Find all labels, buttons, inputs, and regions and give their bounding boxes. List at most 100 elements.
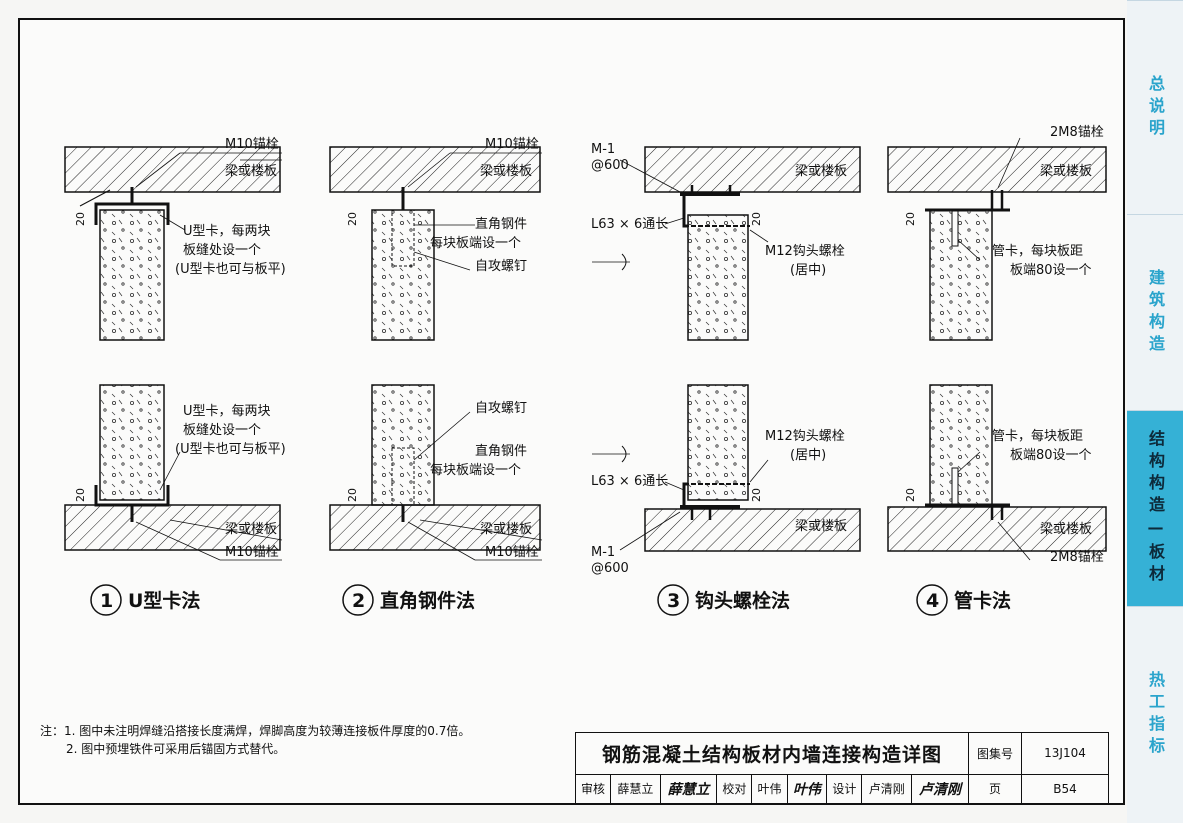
tab-architecture[interactable]: 建筑构造 [1127, 214, 1183, 410]
detail-4-caption: 4 管卡法 [916, 584, 1011, 616]
detail-2-caption: 2 直角钢件法 [342, 584, 475, 616]
slab [887, 146, 1107, 193]
detail-3-caption: 3 钩头螺栓法 [657, 584, 790, 616]
slab [644, 146, 861, 193]
label-angle: L63 × 6通长 [591, 474, 668, 489]
checker-signature: 叶伟 [786, 773, 828, 805]
dim-20: 20 [904, 212, 917, 226]
label-embed: M-1 [591, 142, 615, 157]
detail-number-circle [657, 584, 689, 616]
dim-20: 20 [750, 488, 763, 502]
label-angle-2: 每块板端设一个 [430, 462, 521, 478]
design-label: 设计 [826, 773, 863, 805]
detail-1-caption: 1 U型卡法 [90, 584, 200, 616]
tab-thermal[interactable]: 热工指标 [1127, 606, 1183, 823]
slab [887, 506, 1107, 552]
label-clip-3: (U型卡也可与板平) [175, 262, 286, 277]
label-angle: 直角钢件 [475, 217, 527, 232]
detail-4-top: 20 2M8锚栓 梁或楼板 管卡，每块板距 板端80设一个 [887, 125, 1107, 341]
label-bolt: M12钩头螺栓 [765, 429, 845, 444]
detail-number: 4 [926, 590, 939, 612]
label-clip: 管卡，每块板距 [992, 428, 1083, 444]
title-block-table: 钢筋混凝土结构板材内墙连接构造详图 图集号 13J104 审核 薛慧立 薛慧立 … [574, 732, 1109, 805]
note-row-1: 注： 1. 图中未注明焊缝沿搭接长度满焊，焊脚高度为较薄连接板件厚度的0.7倍。 [40, 722, 470, 740]
designer-signature: 卢清刚 [910, 773, 970, 805]
label-slab: 梁或楼板 [1040, 522, 1092, 537]
slab [644, 508, 861, 552]
dim-20: 20 [346, 488, 359, 502]
label-angle-2: 每块板端设一个 [430, 235, 521, 251]
weld-symbol [621, 253, 627, 271]
detail-number: 2 [352, 590, 365, 612]
dim-20: 20 [74, 212, 87, 226]
drawing-sheet: 20 M10锚栓 梁或楼板 U型卡，每两块 板缝处设一个 (U型卡也可与板平) … [18, 18, 1125, 805]
detail-3-top: 20 M-1 @600 梁或楼板 L63 × 6通长 M12钩头螺栓 (居中) [591, 142, 861, 341]
label-bolt: M12钩头螺栓 [765, 244, 845, 259]
detail-name: 钩头螺栓法 [695, 589, 790, 612]
embed-plate [680, 505, 740, 509]
detail-number-circle [916, 584, 948, 616]
detail-3-bottom: 20 M12钩头螺栓 (居中) L63 × 6通长 梁或楼板 M-1 @600 [591, 384, 861, 576]
label-slab: 梁或楼板 [1040, 164, 1092, 179]
label-clip-2: 板端80设一个 [1010, 263, 1092, 278]
detail-name: 管卡法 [954, 589, 1011, 612]
reviewer-signature: 薛慧立 [659, 773, 718, 805]
tab-label: 热工指标 [1146, 671, 1165, 759]
detail-drawings: 20 M10锚栓 梁或楼板 U型卡，每两块 板缝处设一个 (U型卡也可与板平) … [64, 125, 1107, 616]
note-item: 2. 图中预埋铁件可采用后锚固方式替代。 [66, 742, 286, 756]
label-anchor: M10锚栓 [485, 137, 539, 152]
label-slab: 梁或楼板 [225, 164, 277, 179]
slab [64, 504, 281, 551]
label-embed-spacing: @600 [591, 561, 629, 576]
label-clip: U型卡，每两块 [183, 223, 271, 239]
label-angle: 直角钢件 [475, 444, 527, 459]
label-anchor: M10锚栓 [225, 137, 279, 152]
title-block: 钢筋混凝土结构板材内墙连接构造详图 图集号 13J104 审核 薛慧立 薛慧立 … [574, 732, 1109, 805]
label-screw: 自攻螺钉 [475, 401, 527, 416]
note-row-2: 2. 图中预埋铁件可采用后锚固方式替代。 [40, 740, 470, 758]
wall-panel [99, 209, 165, 341]
tab-label: 建筑构造 [1146, 268, 1165, 357]
slab [64, 146, 281, 193]
label-anchor: 2M8锚栓 [1050, 125, 1104, 140]
wall-panel [929, 209, 993, 341]
wall-panel [371, 209, 435, 341]
label-clip-2: 板缝处设一个 [183, 243, 261, 258]
dim-20: 20 [74, 488, 87, 502]
label-slab: 梁或楼板 [480, 522, 532, 537]
wall-panel [99, 384, 165, 501]
wall-panel [929, 384, 993, 506]
check-label: 校对 [716, 773, 753, 805]
reviewer-name: 薛慧立 [610, 773, 661, 805]
tab-label: 结构构造—板材 [1146, 430, 1165, 587]
detail-number: 1 [100, 590, 113, 612]
detail-number: 3 [667, 590, 680, 612]
tab-general[interactable]: 总说明 [1127, 0, 1183, 214]
label-slab: 梁或楼板 [225, 522, 277, 537]
wall-panel [371, 384, 435, 506]
detail-2-top: 20 M10锚栓 梁或楼板 直角钢件 每块板端设一个 自攻螺钉 [329, 137, 542, 341]
tab-structure[interactable]: 结构构造—板材 [1127, 410, 1183, 606]
note-item: 1. 图中未注明焊缝沿搭接长度满焊，焊脚高度为较薄连接板件厚度的0.7倍。 [64, 724, 471, 738]
dim-20: 20 [904, 488, 917, 502]
atlas-number: 13J104 [1021, 732, 1109, 775]
slab [329, 146, 541, 193]
review-label: 审核 [574, 773, 612, 805]
label-bolt-2: (居中) [790, 448, 826, 463]
label-slab: 梁或楼板 [480, 164, 532, 179]
notes: 注： 1. 图中未注明焊缝沿搭接长度满焊，焊脚高度为较薄连接板件厚度的0.7倍。… [40, 722, 470, 758]
dim-20: 20 [346, 212, 359, 226]
pipe-clip-tube [951, 210, 959, 247]
label-slab: 梁或楼板 [795, 519, 847, 534]
wall-panel [687, 384, 749, 501]
label-angle: L63 × 6通长 [591, 217, 668, 232]
label-clip-3: (U型卡也可与板平) [175, 442, 286, 457]
label-clip: 管卡，每块板距 [992, 243, 1083, 259]
label-embed-spacing: @600 [591, 158, 629, 173]
page-label: 页 [968, 773, 1022, 805]
detail-2-bottom: 20 自攻螺钉 直角钢件 每块板端设一个 梁或楼板 M10锚栓 [329, 384, 543, 561]
label-anchor: M10锚栓 [485, 545, 539, 560]
checker-name: 叶伟 [751, 773, 788, 805]
drawing-title: 钢筋混凝土结构板材内墙连接构造详图 [575, 732, 969, 775]
designer-name: 卢清刚 [861, 773, 912, 805]
